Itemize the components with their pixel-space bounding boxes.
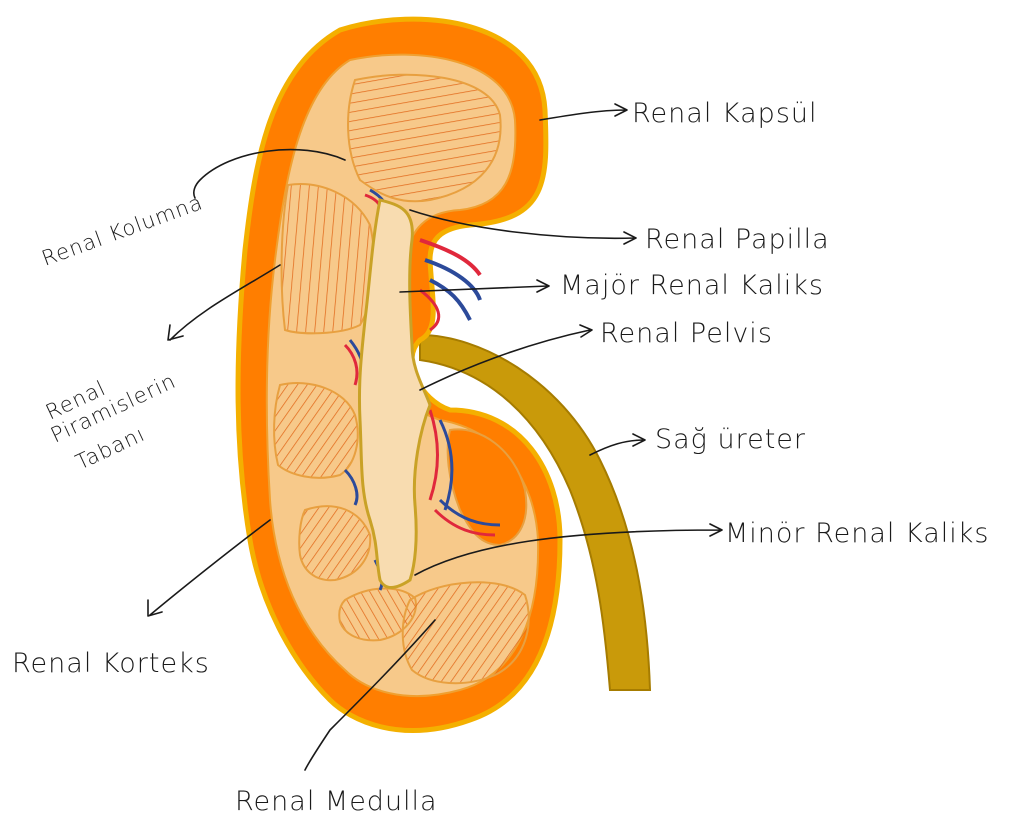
label-major-renal-kaliks: Majör Renal Kaliks xyxy=(560,270,824,301)
label-renal-pelvis: Renal Pelvis xyxy=(600,318,773,349)
label-renal-korteks: Renal Korteks xyxy=(12,648,210,679)
label-minor-renal-kaliks: Minör Renal Kaliks xyxy=(725,518,990,549)
label-renal-papilla: Renal Papilla xyxy=(645,224,830,255)
label-renal-medulla: Renal Medulla xyxy=(235,786,438,817)
label-sag-ureter: Sağ üreter xyxy=(655,424,806,455)
label-renal-kolumna: Renal Kolumna xyxy=(39,190,207,271)
label-renal-kapsul: Renal Kapsül xyxy=(632,98,818,129)
